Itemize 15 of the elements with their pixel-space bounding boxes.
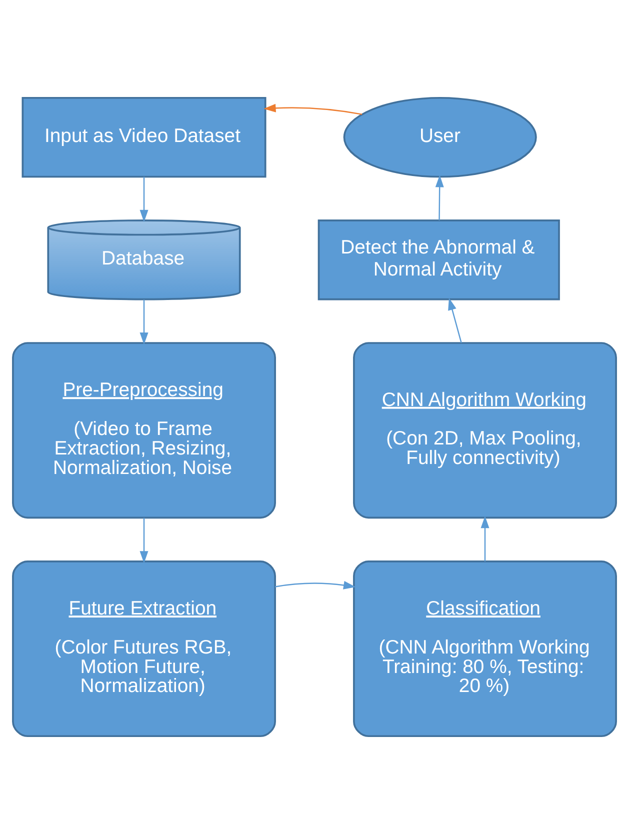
node-box: Detect the Abnormal & Normal Activity <box>318 220 560 300</box>
node-box: Classification (CNN Algorithm Working Training: 80 %, Testing: 20 %) <box>353 560 617 738</box>
node-box: CNN Algorithm Working (Con 2D, Max Pooling, Fully connectivity) <box>353 342 617 519</box>
arrow <box>480 516 490 562</box>
arrow <box>448 298 462 343</box>
node-box: Future Extraction (Color Futures RGB, Motion Future, Normalization) <box>12 560 276 738</box>
arrow <box>140 176 148 222</box>
node-ellipse: User <box>343 96 537 178</box>
node-box: Input as Video Dataset <box>22 96 266 178</box>
arrow <box>275 580 356 590</box>
arrow <box>264 104 362 115</box>
node-box: Pre-Preprocessing (Video to Frame Extraction, Resizing, Normalization, Noise <box>12 342 276 519</box>
arrow <box>140 518 148 564</box>
arrow <box>140 300 148 345</box>
arrow <box>435 175 444 220</box>
